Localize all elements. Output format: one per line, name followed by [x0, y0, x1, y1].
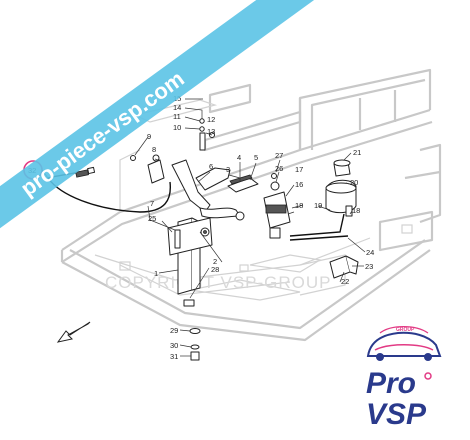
- master-cylinder-assembly: [263, 159, 359, 279]
- callout-14: 14: [173, 103, 181, 112]
- copyright-watermark: COPYRIGHT VSP-GROUP: [105, 273, 332, 292]
- callout-28: 28: [211, 265, 219, 274]
- callout-20: 20: [350, 178, 358, 187]
- callout-18b: 18: [352, 206, 360, 215]
- callout-21: 21: [353, 148, 361, 157]
- callout-10: 10: [173, 123, 181, 132]
- car-logo-icon: [366, 331, 442, 357]
- callout-12: 12: [207, 115, 215, 124]
- callout-25: 25: [148, 214, 156, 223]
- pro-vsp-logo: GROUP Pro VSP: [366, 326, 442, 431]
- direction-arrow-icon: [56, 321, 91, 343]
- callout-22: 22: [341, 277, 349, 286]
- callout-24: 24: [366, 248, 374, 257]
- logo-group-text: GROUP: [396, 327, 415, 333]
- callout-4: 4: [237, 153, 241, 162]
- callout-27: 27: [275, 151, 283, 160]
- callout-11: 11: [173, 112, 181, 121]
- washer-stack: [189, 328, 201, 361]
- leader-lines: [134, 98, 366, 357]
- logo-pro-text: Pro: [366, 367, 416, 400]
- callout-23: 23: [365, 262, 373, 271]
- callout-16: 16: [295, 180, 303, 189]
- callout-labels: 1 2 3 4 5 6 7 8 9 10 11 12 13 14 15 16 1…: [147, 94, 374, 361]
- chassis-frame: [60, 68, 442, 342]
- callout-17: 17: [295, 165, 303, 174]
- callout-29: 29: [170, 326, 178, 335]
- callout-31: 31: [170, 352, 178, 361]
- banner-text: pro-piece-vsp.com: [16, 66, 189, 201]
- callout-19: 19: [314, 201, 322, 210]
- callout-30: 30: [170, 341, 178, 350]
- callout-9: 9: [147, 132, 151, 141]
- callout-26: 26: [275, 164, 283, 173]
- callout-3: 3: [226, 165, 230, 174]
- callout-5: 5: [254, 153, 258, 162]
- callout-18a: 18: [295, 201, 303, 210]
- callout-7: 7: [150, 199, 154, 208]
- callout-1: 1: [154, 269, 158, 278]
- pedal-assembly: [130, 118, 259, 307]
- callout-6: 6: [209, 162, 213, 171]
- callout-2: 2: [213, 257, 217, 266]
- callout-13: 13: [207, 127, 215, 136]
- callout-8: 8: [152, 145, 156, 154]
- logo-vsp-text: VSP: [366, 398, 427, 431]
